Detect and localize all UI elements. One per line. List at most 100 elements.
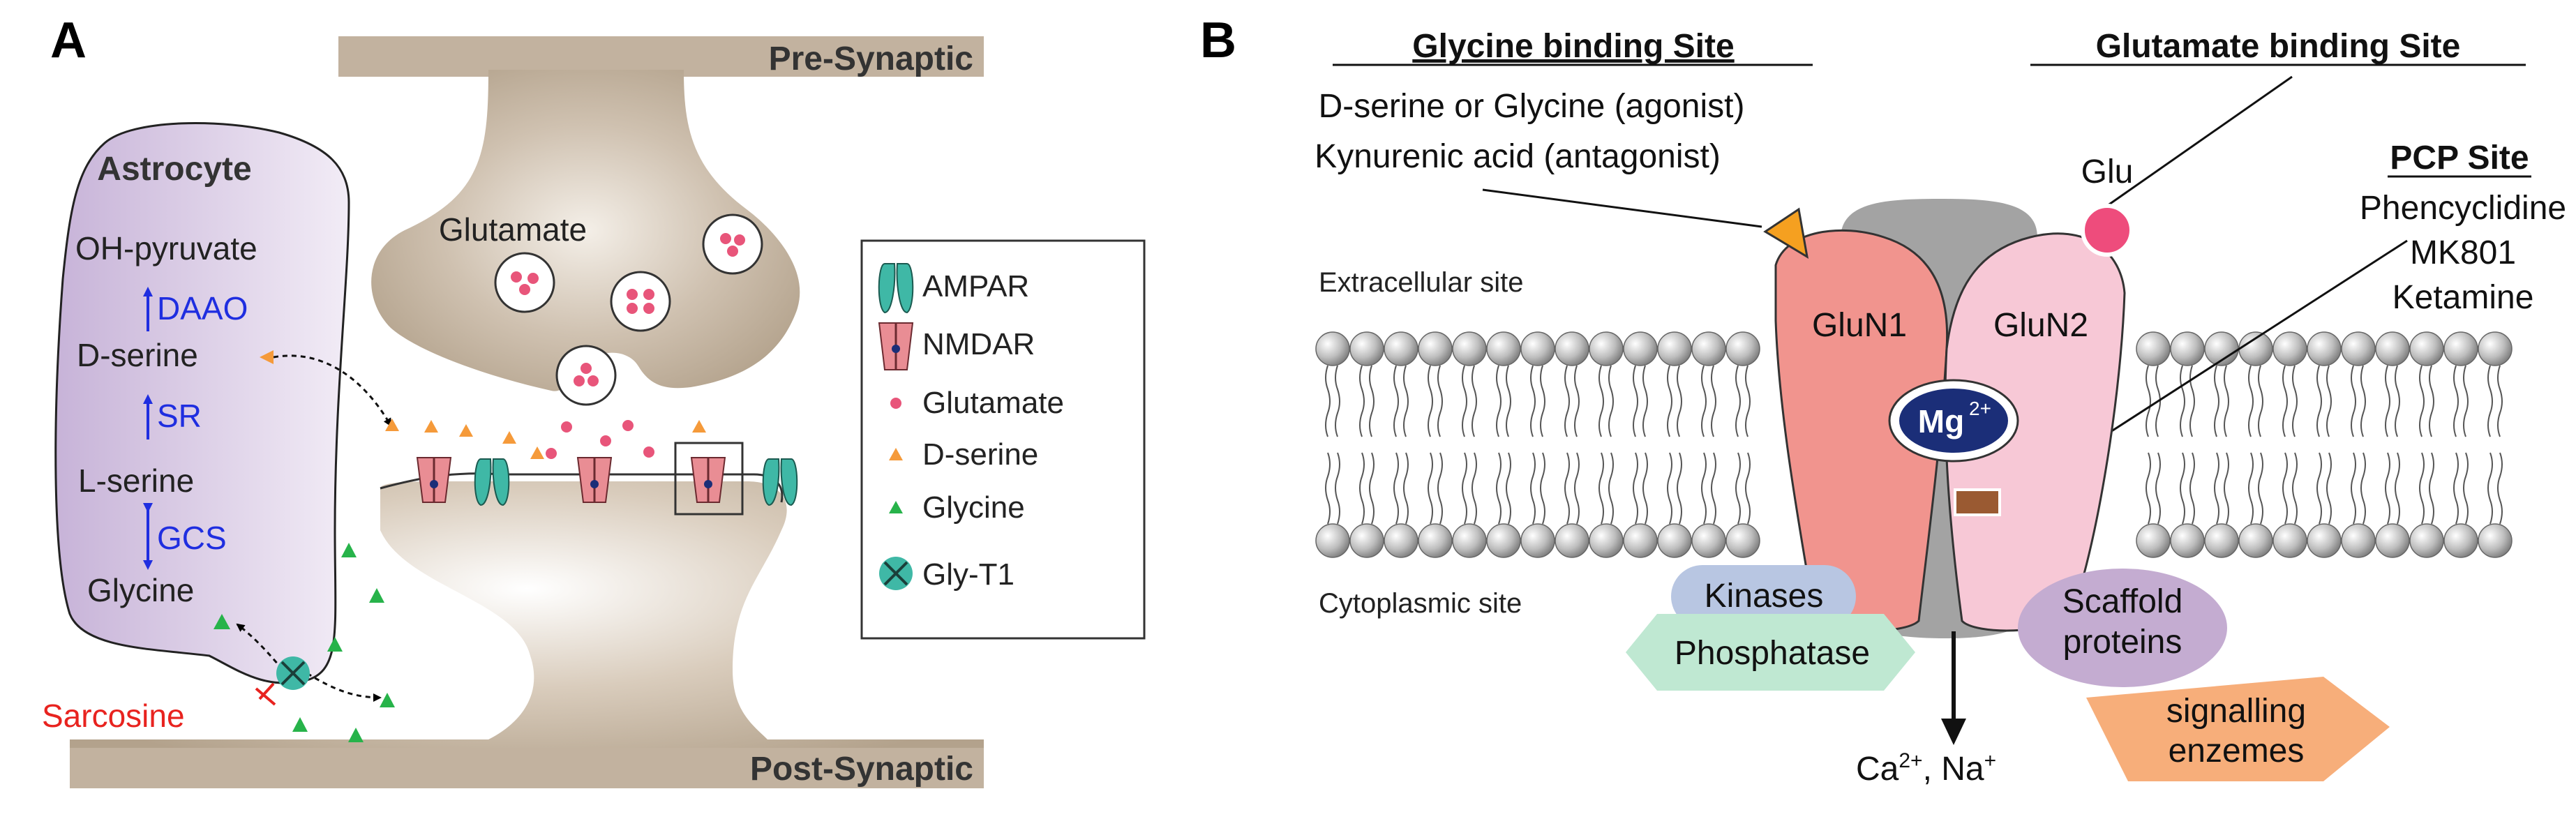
ampar-receptor <box>762 458 798 506</box>
glutamate-molecule <box>643 446 654 458</box>
glutamate-site-pointer <box>2106 75 2293 207</box>
lipid-molecule <box>2204 331 2239 558</box>
d-serine-molecule <box>502 431 516 444</box>
glycine-site-agonist: D-serine or Glycine (agonist) <box>1319 88 1745 125</box>
nmdar-receptor <box>576 457 613 503</box>
pcp-ketamine: Ketamine <box>2392 279 2534 316</box>
legend-gly-t1-label: Gly-T1 <box>922 557 1014 592</box>
glycine-molecule <box>380 693 395 707</box>
lipid-bilayer <box>1315 331 2513 558</box>
synaptic-vesicle <box>610 271 671 332</box>
panel-a: A Pre-Synaptic Glutamate Post-Synaptic A… <box>42 13 1146 788</box>
d-serine-molecule <box>385 419 399 431</box>
lipid-molecule <box>1349 331 1384 558</box>
glycine-triangle-astro <box>214 614 230 629</box>
presynaptic-bouton <box>371 70 800 391</box>
glun2-subunit <box>1944 232 2126 632</box>
glycine-molecule <box>292 717 308 732</box>
legend-ampar-icon <box>878 263 914 314</box>
glutamate-molecule <box>561 421 572 433</box>
mg-label: Mg <box>1918 403 1964 439</box>
legend-glutamate-icon <box>890 398 901 409</box>
scaffold-label-line1: Scaffold <box>2062 583 2183 620</box>
lipid-molecule <box>1418 331 1453 558</box>
d-serine-triangle-astro <box>260 350 274 364</box>
glycine-site-antagonist: Kynurenic acid (antagonist) <box>1315 138 1721 175</box>
signalling-enzymes-shape <box>2086 677 2390 781</box>
l-serine-label: L-serine <box>78 463 194 499</box>
glutamate-molecule <box>600 435 611 446</box>
lipid-molecule <box>1623 331 1658 558</box>
synaptic-vesicle <box>555 345 617 406</box>
legend-glutamate-label: Glutamate <box>922 386 1064 420</box>
glu-label: Glu <box>2081 153 2134 190</box>
glutamate-ligand <box>2081 204 2134 257</box>
glycine-molecule <box>341 543 357 557</box>
postsynaptic-spine <box>70 481 984 788</box>
nmdar-receptor <box>416 457 452 503</box>
lipid-molecule <box>2307 331 2342 558</box>
lipid-molecule <box>2375 331 2410 558</box>
vesicle-group <box>494 213 763 406</box>
glun1-subunit <box>1774 229 1949 632</box>
lipid-molecule <box>2341 331 2376 558</box>
lipid-molecule <box>1486 331 1521 558</box>
ampar-receptor <box>474 458 510 506</box>
gly-t1-transporter: Sarcosine <box>42 614 382 734</box>
glun2-label: GluN2 <box>1993 307 2088 344</box>
phosphatase-shape <box>1626 614 1915 691</box>
lipid-molecule <box>2238 331 2273 558</box>
glycine-molecule <box>369 588 384 603</box>
legend-d-serine-icon <box>889 448 903 460</box>
sr-label: SR <box>157 398 202 434</box>
legend-glycine-label: Glycine <box>922 490 1025 525</box>
d-serine-molecule <box>692 420 706 433</box>
pcp-site-title: PCP Site <box>2390 140 2529 176</box>
lipid-molecule <box>1315 331 1350 558</box>
glutamate-label: Glutamate <box>439 211 587 248</box>
lipid-molecule <box>1589 331 1624 558</box>
highlight-box <box>674 442 744 516</box>
mg-block-ion <box>1899 389 2008 453</box>
scaffold-label-line2: proteins <box>2063 624 2182 661</box>
lipid-molecule <box>1555 331 1589 558</box>
cytoplasmic-label: Cytoplasmic site <box>1319 588 1522 619</box>
panel-a-label: A <box>50 13 87 68</box>
lipid-molecule <box>2272 331 2307 558</box>
legend-d-serine-label: D-serine <box>922 437 1038 472</box>
nmdar-receptor <box>690 457 726 503</box>
legend-nmdar-label: NMDAR <box>922 327 1035 361</box>
free-glycine-group <box>292 543 395 742</box>
astrocyte: Astrocyte OH-pyruvate DAAO D-serine SR L… <box>54 122 350 684</box>
postsynaptic-membrane-bar <box>70 748 984 788</box>
lipid-molecule <box>1452 331 1487 558</box>
lipid-molecule <box>1520 331 1555 558</box>
postsynaptic-terminal: Post-Synaptic <box>70 481 984 788</box>
lipid-molecule <box>2478 331 2513 558</box>
presynaptic-label: Pre-Synaptic <box>769 40 973 77</box>
gcs-label: GCS <box>157 520 227 556</box>
kinases-shape <box>1671 565 1856 628</box>
postsynaptic-membrane-edge <box>380 472 784 503</box>
d-serine-molecule <box>530 446 544 459</box>
synaptic-vesicle <box>702 213 763 275</box>
lipid-molecule <box>1691 331 1726 558</box>
intracellular-partners: Kinases Phosphatase Scaffold proteins si… <box>1626 565 2390 781</box>
glycine-site-pointer <box>1482 188 1762 228</box>
glycine-molecule <box>348 728 364 742</box>
glutamate-molecule <box>622 420 634 431</box>
legend-box: AMPAR NMDAR Glutamate D-serine Glycine G… <box>860 239 1146 640</box>
panel-b-label: B <box>1200 13 1236 68</box>
panel-b: B Extracellular site Cytoplasmic site Gl… <box>1200 13 2566 788</box>
lipid-molecule <box>1657 331 1692 558</box>
lipid-molecule <box>2170 331 2205 558</box>
pcp-mk801: MK801 <box>2410 234 2516 271</box>
synaptic-cleft <box>380 419 798 516</box>
lipid-molecule <box>2409 331 2444 558</box>
pcp-site-marker <box>1954 488 2001 516</box>
legend-ampar-label: AMPAR <box>922 269 1029 303</box>
signalling-label-line2: enzemes <box>2169 732 2305 769</box>
sarcosine-inhibit-line <box>258 682 275 700</box>
mg-charge: 2+ <box>1969 398 1991 419</box>
